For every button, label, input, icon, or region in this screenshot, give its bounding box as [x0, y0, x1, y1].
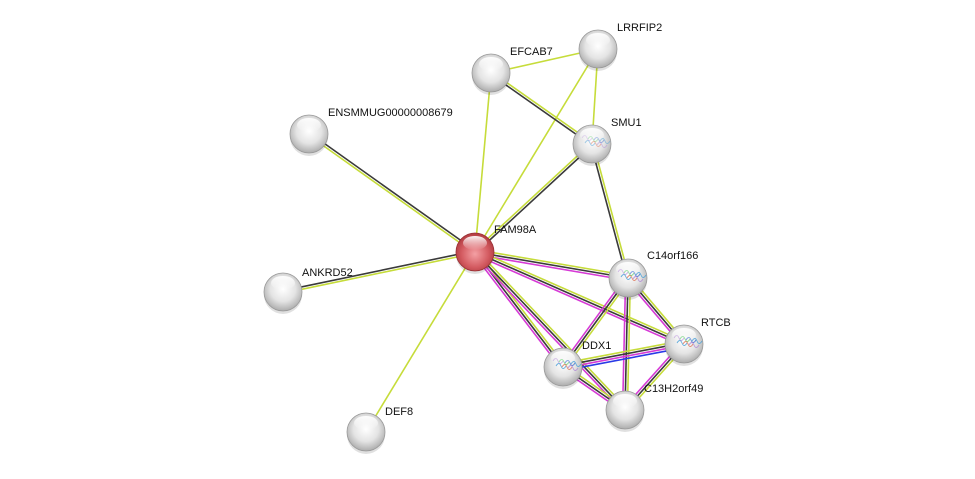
- edge-line-textmining: [592, 143, 630, 278]
- edge-FAM98A-ENSMMUG00000008679[interactable]: [307, 132, 477, 254]
- edge-line-experiments: [474, 253, 628, 282]
- edge-line-coexpression: [474, 251, 629, 279]
- node-label: ENSMMUG00000008679: [328, 107, 453, 119]
- node-label: C13H2orf49: [644, 383, 703, 395]
- edge-line-coexpression: [474, 251, 685, 345]
- edge-line-textmining: [283, 252, 476, 294]
- node-ddx1[interactable]: DDX1: [543, 340, 611, 389]
- edge-line-textmining: [491, 71, 594, 144]
- node-def8[interactable]: DEF8: [346, 406, 413, 454]
- node-highlight: [551, 351, 575, 365]
- edge-line-coexpression: [309, 132, 477, 252]
- edge-line-coexpression: [562, 342, 684, 367]
- edge-line-coexpression: [489, 73, 592, 146]
- edge-line-textmining: [562, 339, 684, 365]
- edge-FAM98A-C14orf166[interactable]: [474, 248, 629, 282]
- edge-line-textmining: [307, 134, 475, 254]
- edge-line-experiments: [621, 277, 627, 410]
- node-c14orf166[interactable]: C14orf166: [608, 250, 698, 300]
- node-efcab7[interactable]: EFCAB7: [471, 46, 553, 95]
- node-ensmmug00000008679[interactable]: ENSMMUG00000008679: [289, 107, 453, 156]
- node-label: C14orf166: [647, 250, 698, 262]
- edge-FAM98A-RTCB[interactable]: [473, 249, 686, 347]
- node-c13h2orf49[interactable]: C13H2orf49: [605, 383, 703, 432]
- edge-line-coexpression: [590, 144, 628, 279]
- edge-line-coexpression: [282, 250, 475, 292]
- edge-line-textmining: [473, 142, 592, 252]
- edge-line-experiments: [473, 253, 684, 347]
- edge-FAM98A-EFCAB7[interactable]: [474, 72, 492, 253]
- node-label: ANKRD52: [302, 267, 353, 279]
- node-highlight: [479, 57, 503, 71]
- edge-DDX1-RTCB[interactable]: [562, 339, 685, 372]
- node-ankrd52[interactable]: ANKRD52: [263, 267, 353, 314]
- node-label: FAM98A: [494, 224, 537, 236]
- node-label: LRRFIP2: [617, 22, 662, 34]
- edge-line-textmining: [626, 278, 632, 411]
- edge-line-textmining: [474, 48, 599, 253]
- node-highlight: [271, 276, 295, 290]
- node-highlight: [586, 33, 610, 47]
- node-rtcb[interactable]: RTCB: [664, 317, 731, 366]
- node-label: DEF8: [385, 406, 413, 418]
- node-label: EFCAB7: [510, 46, 553, 58]
- edge-C14orf166-C13H2orf49[interactable]: [621, 277, 632, 411]
- edge-line-coexpression: [475, 144, 594, 254]
- node-highlight: [297, 118, 321, 132]
- edge-line-coexpression: [474, 251, 626, 411]
- edge-line-textmining: [365, 251, 476, 433]
- edge-line-textmining: [474, 72, 492, 253]
- edge-line-databases: [563, 346, 685, 372]
- edge-line-coexpression: [624, 277, 629, 411]
- edge-line-textmining: [475, 248, 629, 277]
- node-smu1[interactable]: SMU1: [572, 117, 642, 166]
- node-lrrfip2[interactable]: LRRFIP2: [578, 22, 662, 71]
- edge-line-textmining: [476, 249, 628, 409]
- edge-FAM98A-LRRFIP2[interactable]: [474, 48, 599, 253]
- node-highlight: [613, 394, 637, 408]
- edge-FAM98A-C13H2orf49[interactable]: [472, 249, 628, 413]
- edge-FAM98A-SMU1[interactable]: [473, 142, 594, 254]
- node-highlight: [580, 128, 604, 142]
- edge-FAM98A-DEF8[interactable]: [365, 251, 476, 433]
- node-highlight: [354, 416, 378, 430]
- edge-line-textmining: [475, 249, 686, 343]
- edge-FAM98A-ANKRD52[interactable]: [282, 250, 476, 294]
- edge-line-experiments: [472, 253, 624, 413]
- edge-EFCAB7-SMU1[interactable]: [489, 71, 594, 146]
- edge-SMU1-C14orf166[interactable]: [590, 143, 630, 279]
- node-label: SMU1: [611, 117, 642, 129]
- node-highlight: [463, 236, 487, 250]
- node-label: RTCB: [701, 317, 731, 329]
- node-label: DDX1: [582, 340, 611, 352]
- node-fam98a[interactable]: FAM98A: [455, 224, 537, 274]
- node-highlight: [672, 328, 696, 342]
- node-highlight: [616, 262, 640, 276]
- edge-line-experiments: [472, 252, 562, 369]
- edge-line-experiments: [563, 344, 685, 369]
